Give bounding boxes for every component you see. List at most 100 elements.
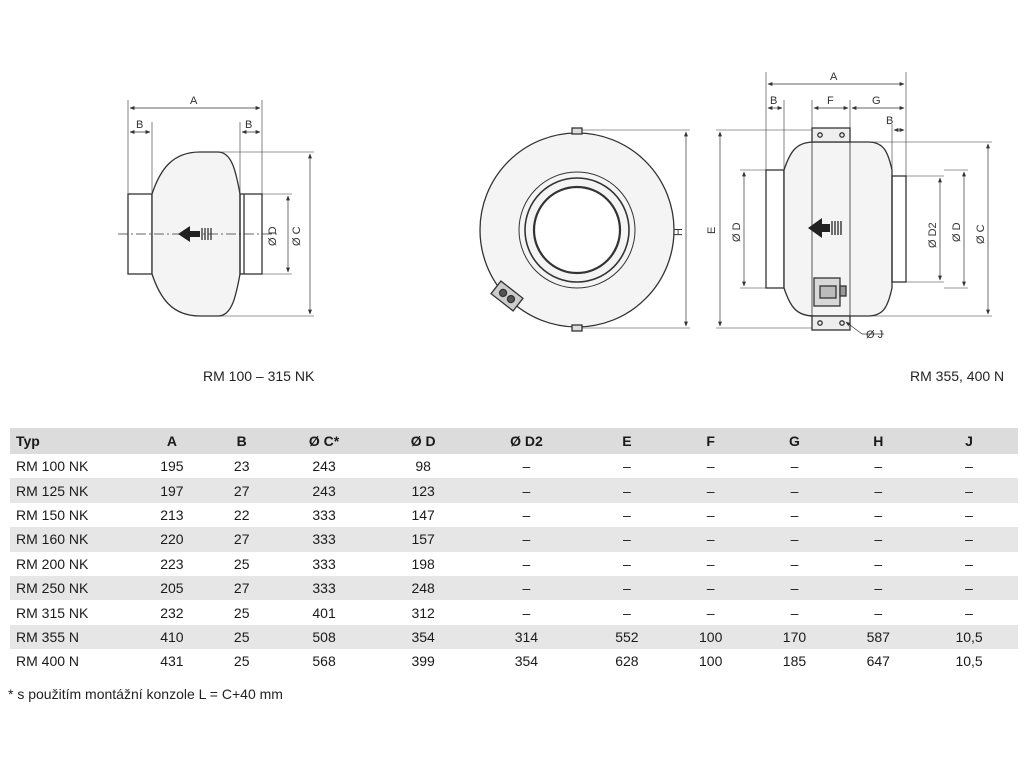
table-cell: 100: [699, 653, 723, 670]
table-cell: 333: [312, 555, 336, 572]
table-cell: –: [706, 506, 715, 523]
table-cell: 100: [668, 624, 753, 650]
column-header: F: [668, 428, 753, 454]
table-cell: 27: [213, 478, 270, 503]
table-cell: 401: [312, 604, 336, 621]
table-cell: –: [836, 575, 921, 601]
row-type-cell: RM 315 NK: [16, 604, 89, 621]
table-cell: 314: [467, 624, 586, 650]
right-dim-f-label: F: [827, 95, 834, 107]
right-dim-d-left-label: Ø D: [731, 222, 743, 242]
table-cell: –: [965, 506, 973, 523]
row-type-cell: RM 200 NK: [16, 555, 89, 572]
technical-drawings: A B B Ø D Ø C H: [118, 71, 992, 341]
table-cell: 25: [233, 653, 250, 670]
right-dim-a-label: A: [830, 71, 838, 83]
table-cell: 312: [411, 604, 435, 621]
table-cell: 27: [213, 575, 270, 601]
table-cell: –: [706, 458, 715, 475]
left-dim-b2-label: B: [245, 119, 252, 131]
right-dim-j-label: Ø J: [866, 329, 883, 341]
table-cell: 628: [615, 653, 639, 670]
column-header: Ø C*: [269, 428, 379, 454]
table-cell: 333: [269, 575, 379, 601]
column-header: J: [920, 428, 1018, 454]
row-type-cell: RM 250 NK: [10, 575, 130, 601]
table-cell: 647: [866, 653, 890, 670]
row-type-cell: RM 160 NK: [10, 527, 130, 552]
table-cell: –: [752, 575, 837, 601]
table-cell: 399: [411, 653, 435, 670]
left-dim-b1-label: B: [136, 119, 143, 131]
table-cell: 185: [782, 653, 807, 670]
table-cell: 333: [312, 506, 336, 523]
table-cell: –: [668, 527, 753, 552]
table-cell: –: [585, 575, 669, 601]
table-cell: 27: [213, 527, 270, 552]
right-dim-b1-label: B: [770, 95, 777, 107]
table-cell: –: [920, 575, 1018, 601]
table-cell: –: [706, 604, 715, 621]
column-header: Ø D: [378, 428, 468, 454]
column-header: Typ: [10, 428, 130, 454]
column-header: A: [130, 428, 214, 454]
left-dimension-labels: A B B Ø D Ø C: [136, 95, 303, 246]
table-cell: –: [790, 458, 799, 475]
table-cell: 243: [269, 478, 379, 503]
table-cell: 197: [130, 478, 214, 503]
table-cell: –: [836, 478, 921, 503]
table-cell: 22: [233, 506, 250, 523]
table-cell: –: [467, 478, 586, 503]
table-cell: –: [623, 604, 631, 621]
column-header: H: [836, 428, 921, 454]
front-view-drawing: [479, 127, 690, 332]
right-dim-b2-label: B: [886, 115, 893, 127]
table-cell: –: [874, 555, 883, 572]
table-cell: 587: [836, 624, 921, 650]
table-cell: 157: [378, 527, 468, 552]
table-cell: 248: [378, 575, 468, 601]
right-dim-d-right-label: Ø D: [951, 222, 963, 242]
footnote: * s použitím montážní konzole L = C+40 m…: [8, 686, 283, 702]
table-cell: –: [623, 506, 631, 523]
row-type-cell: RM 400 N: [16, 653, 80, 670]
table-cell: 23: [233, 458, 250, 475]
table-cell: –: [874, 506, 883, 523]
table-cell: –: [522, 555, 531, 572]
table-cell: –: [965, 458, 973, 475]
right-dim-c-label: Ø C: [975, 224, 987, 244]
table-cell: 25: [233, 604, 250, 621]
table-cell: 205: [130, 575, 214, 601]
table-cell: 147: [411, 506, 435, 523]
row-type-cell: RM 355 N: [10, 624, 130, 650]
table-cell: –: [920, 527, 1018, 552]
left-figure-caption: RM 100 – 315 NK: [203, 368, 315, 384]
table-cell: –: [585, 527, 669, 552]
table-cell: –: [752, 478, 837, 503]
table-cell: –: [585, 478, 669, 503]
left-fan-drawing: [118, 100, 314, 317]
table-cell: –: [668, 575, 753, 601]
table-cell: –: [623, 555, 631, 572]
table-cell: –: [522, 506, 531, 523]
table-cell: 98: [415, 458, 431, 475]
left-dim-d-label: Ø D: [267, 226, 279, 246]
table-cell: –: [965, 555, 973, 572]
table-cell: 25: [233, 555, 250, 572]
right-fan-drawing: [716, 72, 992, 335]
column-header: B: [213, 428, 270, 454]
table-cell: 243: [312, 458, 336, 475]
table-cell: 568: [312, 653, 336, 670]
table-cell: 220: [130, 527, 214, 552]
right-dim-d2-label: Ø D2: [927, 222, 939, 248]
table-cell: –: [467, 527, 586, 552]
